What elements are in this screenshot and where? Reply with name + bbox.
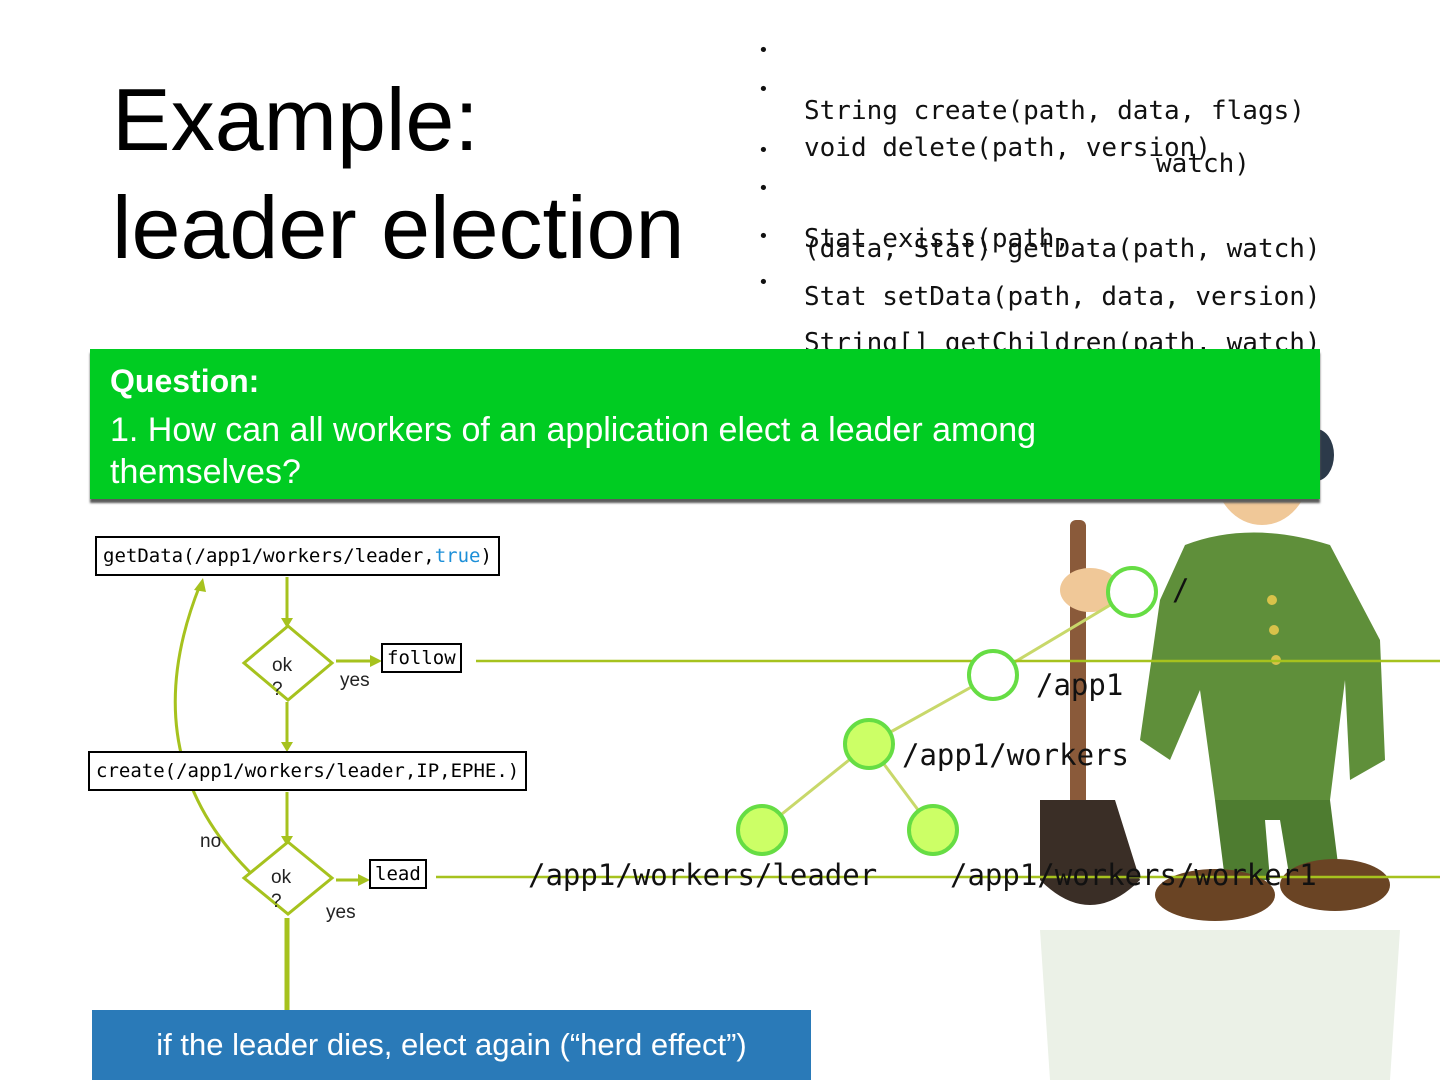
follow-box: follow (381, 643, 462, 673)
decision-1-label: ok ? (272, 655, 293, 700)
question-box: Question: 1. How can all workers of an a… (90, 349, 1320, 499)
getdata-box: getData(/app1/workers/leader,true) (95, 536, 500, 576)
getdata-suffix: ) (480, 545, 492, 567)
tree-node-app1 (967, 649, 1019, 701)
api-text: (data, Stat) getData(path, watch) (804, 234, 1321, 264)
no-label: no (200, 831, 222, 852)
api-item: watch) (758, 119, 1250, 209)
title-line-2: leader election (112, 178, 685, 277)
decision-diamond-1 (241, 624, 335, 702)
tree-node-root (1106, 566, 1158, 618)
bullet: • (758, 40, 769, 61)
tree-node-leader (736, 804, 788, 856)
slide-title: Example: leader election (112, 66, 684, 282)
create-box: create(/app1/workers/leader,IP,EPHE.) (88, 751, 528, 791)
tree-label-worker1: /app1/workers/worker1 (950, 858, 1317, 892)
tree-node-worker1 (907, 804, 959, 856)
getdata-prefix: getData(/app1/workers/leader, (103, 545, 435, 567)
tree-node-workers (843, 718, 895, 770)
api-item: • Stat setData(path, data, version) (758, 222, 1321, 342)
bullet: • (758, 79, 769, 100)
question-text: 1. How can all workers of an application… (110, 411, 1037, 491)
api-item: • void delete(path, version) (758, 73, 1211, 193)
api-text: watch) (1156, 149, 1250, 179)
api-text: void delete(path, version) (804, 133, 1211, 163)
getdata-true: true (434, 545, 481, 567)
lead-box: lead (369, 859, 427, 889)
tree-label-app1: /app1 (1036, 668, 1124, 702)
api-item: • String create(path, data, flags) (758, 36, 1305, 156)
decision-diamond-2 (241, 840, 335, 916)
question-label: Question: (110, 363, 260, 399)
api-item: • Stat exists(path, (758, 140, 1070, 284)
bullet: • (758, 272, 769, 293)
flow-lines (173, 577, 372, 1012)
bullet: • (758, 178, 769, 199)
yes-label-1: yes (340, 670, 370, 691)
tree-label-root: / (1172, 573, 1190, 607)
api-text: Stat setData(path, data, version) (804, 282, 1321, 312)
yes-label-2: yes (326, 902, 356, 923)
herd-effect-banner: if the leader dies, elect again (“herd e… (92, 1010, 811, 1080)
api-text: String create(path, data, flags) (804, 96, 1305, 126)
decision-2-label: ok ? (271, 867, 292, 912)
tree-label-workers: /app1/workers (902, 738, 1129, 772)
api-text: Stat exists(path, (804, 224, 1071, 254)
title-line-1: Example: (112, 70, 479, 169)
flow-arrowheads (194, 578, 382, 886)
api-item: • (data, Stat) getData(path, watch) (758, 174, 1321, 294)
bullet: • (758, 140, 769, 161)
worker-illustration (1040, 415, 1400, 1080)
tree-label-leader: /app1/workers/leader (528, 858, 878, 892)
bullet: • (758, 226, 769, 247)
